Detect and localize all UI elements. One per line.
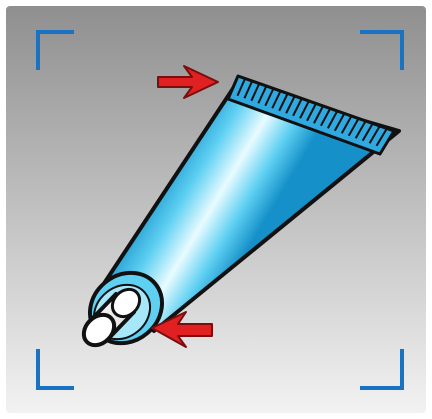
illustration-frame [6, 6, 426, 413]
tube-illustration [6, 6, 426, 413]
